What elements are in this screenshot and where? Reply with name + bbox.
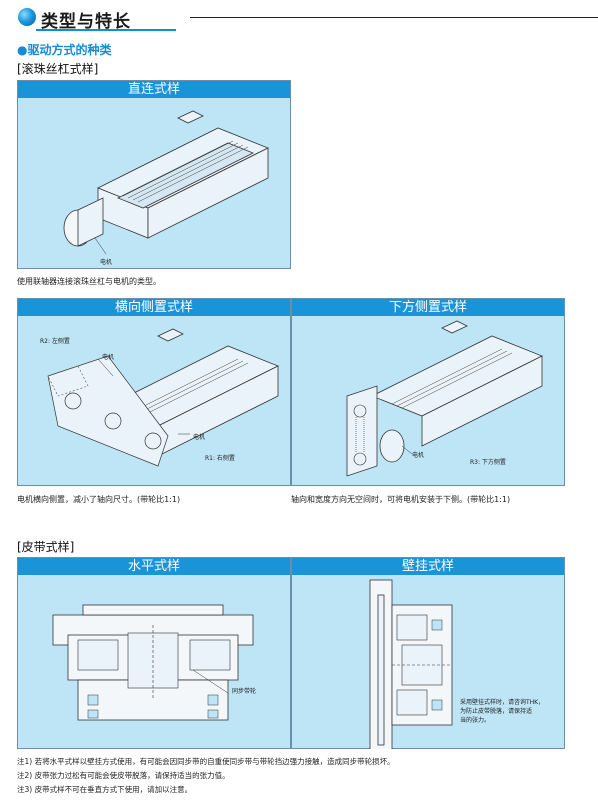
- page-title: 类型与特长: [41, 12, 131, 32]
- side-motor-label-bottom: 电机: [193, 434, 206, 441]
- under-panel: 下方侧置式样 电机 R3: 下方侧置: [291, 298, 565, 486]
- note-3: 注3) 皮带式样不可在垂直方式下使用，请加以注意。: [17, 785, 193, 794]
- wall-note-line: 采用壁挂式样时，请咨询THK，: [460, 699, 545, 706]
- direct-tab: 直连式样: [18, 81, 290, 98]
- pulley-label: 同步带轮: [232, 688, 257, 695]
- wall-belt-drawing: [369, 579, 453, 749]
- side-tab: 横向侧置式样: [18, 299, 290, 316]
- direct-caption: 使用联轴器连接滚珠丝杠与电机的类型。: [17, 277, 161, 286]
- wall-tab: 壁挂式样: [292, 558, 564, 575]
- wall-note: 采用壁挂式样时，请咨询THK， 为防止皮带脱落，请保持适 当的张力。: [460, 698, 544, 725]
- horizontal-panel: 水平式样 同步带轮: [17, 557, 291, 749]
- horizontal-belt-drawing: [52, 604, 254, 721]
- direct-panel: 直连式样 电机: [17, 80, 291, 269]
- note-2: 注2) 皮带张力过松有可能会使皮带脱落，请保持适当的张力值。: [17, 771, 230, 780]
- under-tab: 下方侧置式样: [292, 299, 564, 316]
- under-actuator-drawing: [346, 320, 543, 477]
- title-rule: [190, 17, 598, 18]
- r2-label: R2: 左侧置: [40, 338, 70, 345]
- direct-motor-label: 电机: [100, 259, 113, 266]
- horizontal-tab: 水平式样: [18, 558, 290, 575]
- wall-panel: 壁挂式样 采用壁挂式样时，请咨询THK， 为防止皮带脱落，请保持适 当的张力。: [291, 557, 565, 749]
- wall-note-line: 当的张力。: [460, 717, 491, 724]
- title-ball-icon: [18, 8, 36, 26]
- title-underline: [36, 29, 176, 31]
- under-motor-label: 电机: [412, 452, 425, 459]
- drive-types-heading: ●驱动方式的种类: [17, 43, 112, 57]
- r3-label: R3: 下方侧置: [470, 459, 506, 466]
- wall-note-line: 为防止皮带脱落，请保持适: [460, 708, 533, 715]
- side-caption: 电机横向侧置，减小了轴向尺寸。(带轮比1:1): [17, 495, 181, 504]
- r1-label: R1: 右侧置: [205, 455, 235, 462]
- belt-label: [皮带式样]: [17, 540, 75, 554]
- side-panel: 横向侧置式样 R2: 左侧置 电机 电机 R1: 右侧置: [17, 298, 291, 486]
- side-actuator-drawing: [47, 328, 279, 467]
- side-motor-label-top: 电机: [102, 354, 115, 361]
- note-1: 注1) 若将水平式样以壁挂方式使用，有可能会因同步带的自重使同步带与带轮挡边强力…: [17, 757, 395, 766]
- direct-actuator-drawing: [63, 110, 269, 255]
- ballscrew-label: [滚珠丝杠式样]: [17, 62, 99, 76]
- under-caption: 轴向和宽度方向无空间时，可将电机安装于下侧。(带轮比1:1): [291, 495, 511, 504]
